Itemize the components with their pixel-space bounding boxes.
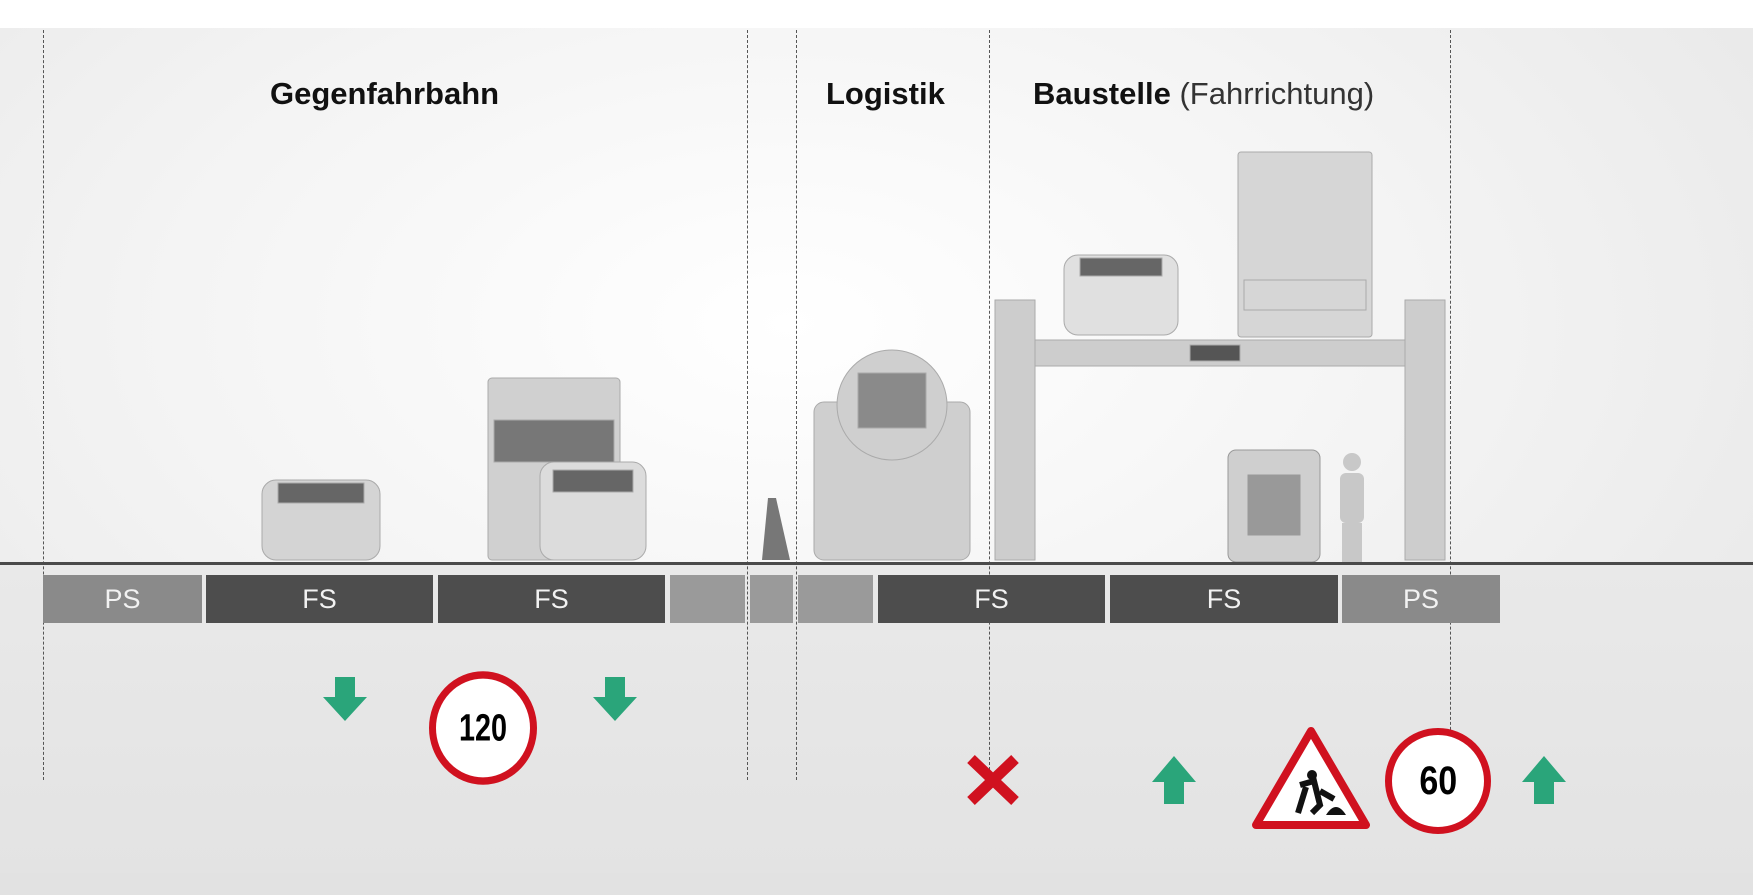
roadworks-warning-sign-icon bbox=[1252, 727, 1370, 829]
compactor-icon bbox=[1227, 449, 1321, 563]
lane-driving: FS bbox=[878, 575, 1105, 623]
speed-limit-value: 60 bbox=[1419, 758, 1457, 803]
vehicles-illustration bbox=[261, 151, 1446, 563]
lane-driving: FS bbox=[438, 575, 665, 623]
truck-on-gantry-icon bbox=[1237, 151, 1373, 338]
traffic-cone-icon bbox=[762, 498, 790, 560]
divider-line bbox=[989, 30, 990, 780]
heading-logistics: Logistik bbox=[826, 76, 945, 111]
speed-limit-sign-120: 120 bbox=[429, 671, 537, 785]
gantry-crane-icon bbox=[994, 299, 1446, 561]
heading-construction: Baustelle (Fahrrichtung) bbox=[1033, 76, 1374, 112]
lane-median bbox=[670, 575, 745, 623]
lane-closed-x-icon bbox=[967, 755, 1019, 805]
lane-hard-shoulder: PS bbox=[1342, 575, 1500, 623]
lane-driving: FS bbox=[1110, 575, 1338, 623]
heading-construction-sub: (Fahrrichtung) bbox=[1179, 76, 1375, 111]
lane-hard-shoulder: PS bbox=[43, 575, 202, 623]
divider-line bbox=[1450, 30, 1451, 780]
lane-driving: FS bbox=[206, 575, 433, 623]
ground-line bbox=[0, 562, 1753, 565]
speed-limit-sign-60: 60 bbox=[1385, 728, 1491, 834]
worker-figure-icon bbox=[1340, 453, 1364, 563]
concrete-mixer-icon bbox=[813, 349, 971, 561]
arrow-down-icon bbox=[593, 677, 637, 721]
speed-limit-value: 120 bbox=[458, 705, 508, 749]
car-oncoming-2-icon bbox=[539, 461, 647, 561]
heading-oncoming-lane: Gegenfahrbahn bbox=[270, 76, 500, 111]
arrow-down-icon bbox=[323, 677, 367, 721]
divider-line bbox=[796, 30, 797, 780]
arrow-up-icon bbox=[1152, 756, 1196, 804]
car-oncoming-icon bbox=[261, 479, 381, 561]
lane-logistics bbox=[798, 575, 873, 623]
car-on-gantry-icon bbox=[1063, 254, 1179, 336]
arrow-up-icon bbox=[1522, 756, 1566, 804]
bottom-strip bbox=[0, 873, 1753, 895]
lane-median bbox=[750, 575, 793, 623]
heading-construction-main: Baustelle bbox=[1033, 76, 1171, 111]
divider-line bbox=[43, 30, 44, 780]
divider-line bbox=[747, 30, 748, 780]
